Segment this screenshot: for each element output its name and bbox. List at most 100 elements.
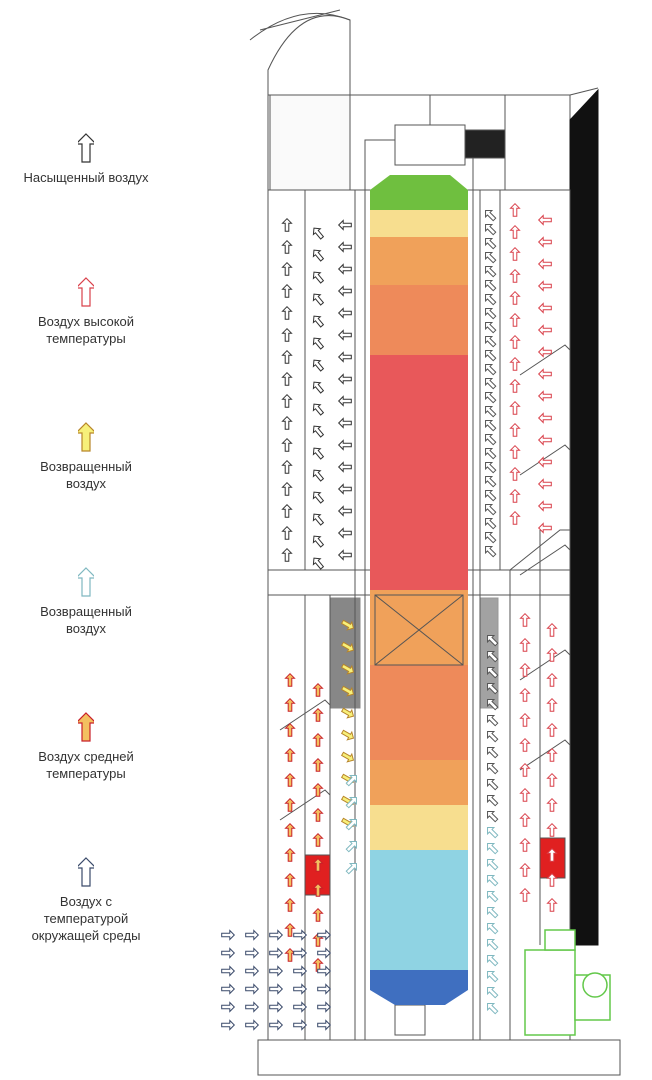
louvre: [279, 789, 331, 821]
legend-ambient-air: Воздух с температурой окружащей среды: [0, 857, 172, 944]
ambient-air-arrow: [293, 983, 308, 995]
side-arrow: [487, 907, 499, 919]
saturated-air-arrow: [281, 503, 293, 518]
high-temp-air-arrow: [537, 258, 552, 270]
saturated-air-arrow: [281, 547, 293, 562]
legend-label: Насыщенный воздух: [23, 170, 149, 185]
louvre: [519, 444, 571, 476]
medium-temp-air-arrow: [284, 922, 296, 937]
arrow-up-icon: [78, 277, 94, 307]
high-temp-air-arrow: [546, 722, 558, 737]
high-temp-air-arrow: [537, 434, 552, 446]
saturated-air-arrow: [281, 327, 293, 342]
bottom-discharge: [394, 1004, 426, 1036]
side-arrow: [487, 747, 499, 759]
legend-saturated-air: Насыщенный воздух: [0, 133, 172, 186]
medium-temp-air-arrow: [312, 857, 324, 872]
side-arrow: [487, 683, 499, 695]
grain-band: [370, 970, 468, 990]
saturated-air-arrow: [281, 261, 293, 276]
high-temp-air-arrow: [537, 412, 552, 424]
ambient-air-arrow: [245, 929, 260, 941]
saturated-air-arrow: [337, 307, 352, 319]
medium-temp-air-arrow: [284, 797, 296, 812]
saturated-air-arrow: [281, 415, 293, 430]
ambient-air-arrow: [221, 1001, 236, 1013]
saturated-air-arrow: [312, 447, 325, 460]
high-temp-air-arrow: [546, 897, 558, 912]
high-temp-air-arrow: [537, 478, 552, 490]
side-arrow: [487, 635, 499, 647]
side-arrow: [487, 1003, 499, 1015]
returned-air-arrow: [340, 751, 355, 763]
side-arrow: [487, 859, 499, 871]
ambient-air-arrow: [245, 1019, 260, 1031]
saturated-air-arrow: [312, 425, 325, 438]
medium-temp-air-arrow: [312, 757, 324, 772]
grain-band: [370, 237, 468, 285]
saturated-air-arrow: [312, 557, 325, 570]
side-arrow: [487, 971, 499, 983]
exhaust-arrow: [485, 350, 497, 362]
ambient-air-arrow: [317, 983, 332, 995]
ambient-air-arrow: [293, 1001, 308, 1013]
medium-temp-air-arrow: [284, 897, 296, 912]
high-temp-air-arrow: [537, 522, 552, 534]
arrow-up-icon: [78, 857, 94, 887]
high-temp-air-arrow: [519, 712, 531, 727]
returned-air-arrow: [340, 685, 355, 697]
medium-temp-air-arrow: [284, 822, 296, 837]
medium-temp-air-arrow: [284, 697, 296, 712]
side-arrow: [487, 811, 499, 823]
saturated-air-arrow: [337, 395, 352, 407]
louvre: [279, 699, 331, 731]
louvre: [519, 739, 571, 771]
ambient-air-arrow: [317, 1019, 332, 1031]
side-arrow: [487, 795, 499, 807]
ambient-air-arrow: [221, 965, 236, 977]
returned-air-cyan-arrow: [345, 775, 357, 787]
exhaust-arrow: [485, 504, 497, 516]
ambient-air-arrow: [293, 965, 308, 977]
medium-temp-air-arrow: [312, 707, 324, 722]
returned-air-arrow: [340, 707, 355, 719]
louvre: [519, 649, 571, 681]
saturated-air-arrow: [312, 491, 325, 504]
saturated-air-arrow: [281, 305, 293, 320]
saturated-air-arrow: [337, 241, 352, 253]
ambient-air-arrow: [221, 983, 236, 995]
saturated-air-arrow: [337, 461, 352, 473]
high-temp-air-arrow: [537, 456, 552, 468]
ambient-air-arrow: [245, 947, 260, 959]
exhaust-arrow: [485, 238, 497, 250]
saturated-air-arrow: [281, 371, 293, 386]
medium-temp-air-arrow: [284, 722, 296, 737]
exhaust-arrow: [485, 462, 497, 474]
saturated-air-arrow: [281, 349, 293, 364]
grain-band: [370, 285, 468, 355]
burner-right: [539, 837, 566, 879]
high-temp-air-arrow: [509, 356, 521, 371]
high-temp-air-arrow: [509, 400, 521, 415]
side-arrow: [487, 779, 499, 791]
medium-temp-air-arrow: [284, 772, 296, 787]
side-arrow: [487, 699, 499, 711]
returned-air-cyan-arrow: [345, 797, 357, 809]
ambient-air-arrow: [245, 983, 260, 995]
ambient-air-arrow: [317, 929, 332, 941]
exhaust-arrow: [485, 224, 497, 236]
high-temp-air-arrow: [519, 837, 531, 852]
high-temp-air-arrow: [509, 422, 521, 437]
returned-air-arrow: [340, 619, 355, 631]
legend-medium-temp-air: Воздух средней температуры: [0, 712, 172, 782]
side-arrow: [487, 715, 499, 727]
saturated-air-arrow: [281, 459, 293, 474]
medium-temp-air-arrow: [284, 747, 296, 762]
exhaust-arrow: [485, 546, 497, 558]
high-temp-air-arrow: [537, 368, 552, 380]
arrow-up-icon: [78, 133, 94, 163]
grain-band: [370, 850, 468, 970]
exhaust-arrow: [485, 532, 497, 544]
cross-section-box: [374, 594, 464, 666]
exhaust-arrow: [485, 364, 497, 376]
